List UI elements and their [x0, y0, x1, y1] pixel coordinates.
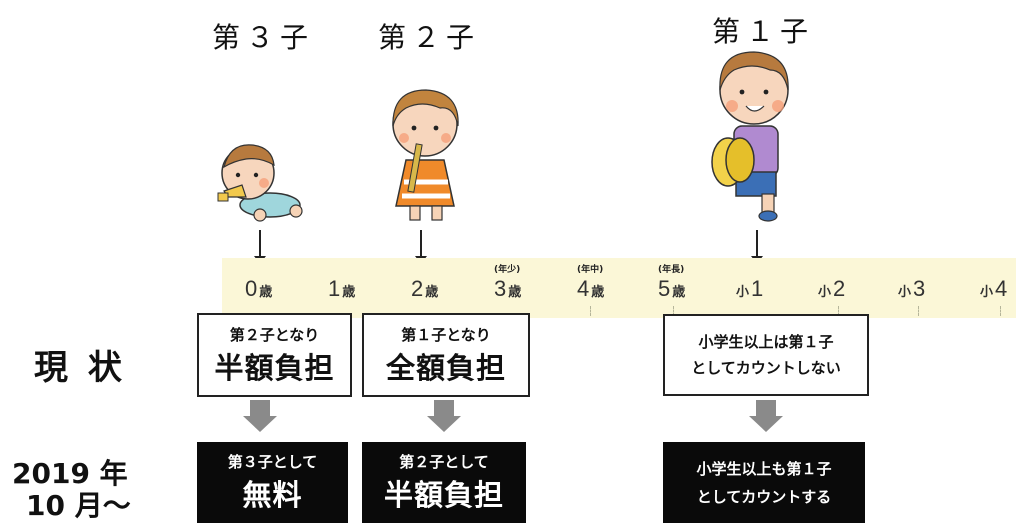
label-first-child: 第１子	[712, 15, 815, 48]
transition-arrow-stem-third	[250, 400, 270, 416]
row-label-future-line2: 10 月〜	[26, 489, 131, 522]
current-box-first-line2: としてカウントしない	[691, 359, 841, 377]
transition-arrow-third	[243, 416, 277, 432]
row-label-current: 現 状	[34, 348, 126, 388]
current-box-second-child: 第１子となり 全額負担	[362, 313, 530, 397]
current-box-third-small: 第２子となり	[229, 325, 320, 344]
pointer-line-first	[756, 230, 758, 258]
timeline-band	[222, 258, 1016, 318]
pointer-line-third	[259, 230, 261, 258]
timeline-tick	[590, 306, 591, 316]
current-box-third-big: 半額負担	[214, 350, 335, 385]
timeline-tick	[1000, 306, 1001, 316]
future-box-second-small: 第２子として	[399, 453, 489, 471]
future-box-second-big: 半額負担	[383, 478, 504, 512]
future-box-third-child: 第３子として 無料	[197, 442, 348, 523]
timeline-tick	[838, 306, 839, 316]
label-second-child: 第２子	[378, 21, 481, 54]
grade-4: 小4	[980, 276, 1008, 301]
current-box-third-child: 第２子となり 半額負担	[197, 313, 352, 397]
future-box-first-line1: 小学生以上も第１子	[696, 459, 832, 478]
age-note-4: (年中)	[577, 265, 604, 275]
row-label-future-line1: 2019 年	[12, 457, 128, 490]
future-box-third-small: 第３子として	[227, 453, 318, 471]
timeline-tick	[918, 306, 919, 316]
current-box-first-line1: 小学生以上は第１子	[698, 333, 834, 351]
transition-arrow-first	[749, 416, 783, 432]
transition-arrow-second	[427, 416, 461, 432]
pointer-line-second	[420, 230, 422, 258]
transition-arrow-stem-first	[756, 400, 776, 416]
toddler-flute-icon	[392, 89, 459, 221]
crawling-baby-icon	[217, 144, 303, 222]
transition-arrow-stem-second	[434, 400, 454, 416]
future-box-first-child: 小学生以上も第１子 としてカウントする	[663, 442, 865, 523]
label-third-child: 第３子	[212, 21, 315, 54]
current-box-second-small: 第１子となり	[401, 325, 491, 344]
future-box-first-line2: としてカウントする	[696, 487, 832, 506]
future-box-second-child: 第２子として 半額負担	[362, 442, 526, 523]
current-box-first-child: 小学生以上は第１子 としてカウントしない	[663, 314, 869, 396]
grade-1: 小1	[736, 276, 764, 301]
timeline-tick	[673, 306, 674, 316]
age-note-5: (年長)	[658, 265, 685, 275]
child-cymbal-icon	[711, 51, 789, 222]
current-box-second-big: 全額負担	[385, 350, 506, 385]
grade-3: 小3	[898, 276, 926, 301]
future-box-third-big: 無料	[242, 478, 303, 512]
age-note-3: (年少)	[494, 265, 521, 275]
grade-2: 小2	[818, 276, 846, 301]
